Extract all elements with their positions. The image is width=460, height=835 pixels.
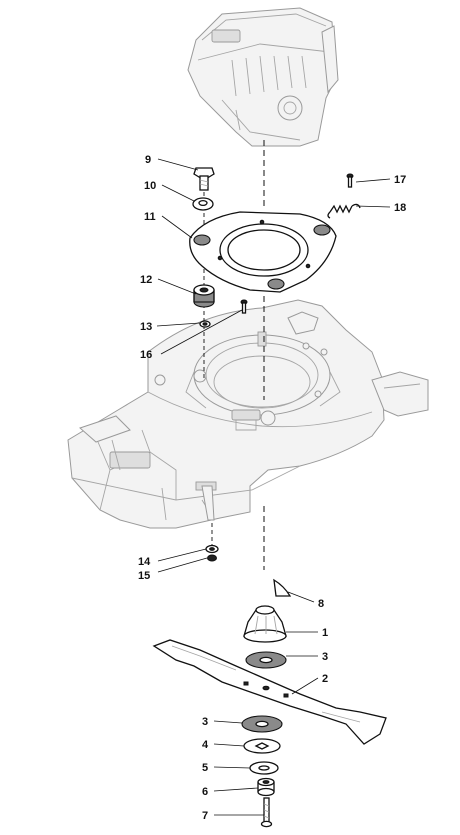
- callout-3-upper: 3: [322, 651, 328, 663]
- part-16-screw: [240, 299, 248, 314]
- callout-1: 1: [322, 627, 328, 639]
- callout-5: 5: [202, 762, 208, 774]
- assembly-axis-lines: [203, 140, 265, 570]
- callout-10: 10: [144, 180, 156, 192]
- part-13-washer: [199, 320, 211, 328]
- part-9-bolt: [193, 167, 215, 191]
- callout-labels: 9 10 11 12 13 16 17 18 14 15 8 1 3 2 3 4…: [138, 154, 406, 822]
- mower-deck-illustration: [67, 299, 429, 529]
- part-7-bolt: [260, 797, 273, 828]
- callout-4: 4: [202, 739, 209, 751]
- callout-18: 18: [394, 202, 406, 214]
- callout-2: 2: [322, 673, 328, 685]
- part-15-nut: [207, 554, 217, 562]
- leader-lines: [156, 158, 391, 816]
- part-14-washer: [205, 544, 219, 554]
- callout-16: 16: [140, 349, 152, 361]
- callout-11: 11: [144, 211, 156, 223]
- engine-illustration: [187, 7, 339, 147]
- callout-14: 14: [138, 556, 151, 568]
- part-12-spacer: [193, 284, 215, 308]
- part-6-bushing: [257, 777, 275, 797]
- part-10-washer: [192, 197, 214, 211]
- callout-15: 15: [138, 570, 150, 582]
- callout-12: 12: [140, 274, 152, 286]
- callout-9: 9: [145, 154, 151, 166]
- part-3-friction-washer-upper: [245, 651, 287, 669]
- part-1-blade-adapter: [243, 605, 287, 643]
- callout-17: 17: [394, 174, 406, 186]
- callout-3-lower: 3: [202, 716, 208, 728]
- part-11-mount-plate: [189, 211, 337, 293]
- part-2-blade: [152, 639, 387, 745]
- callout-8: 8: [318, 598, 324, 610]
- part-5-washer: [249, 761, 279, 775]
- part-17-screw: [346, 173, 354, 188]
- part-8-key: [273, 578, 292, 597]
- part-3-friction-washer-lower: [241, 715, 283, 733]
- callout-13: 13: [140, 321, 152, 333]
- part-18-spring: [327, 203, 361, 219]
- part-4-washer: [243, 738, 281, 754]
- callout-6: 6: [202, 786, 208, 798]
- callout-7: 7: [202, 810, 208, 822]
